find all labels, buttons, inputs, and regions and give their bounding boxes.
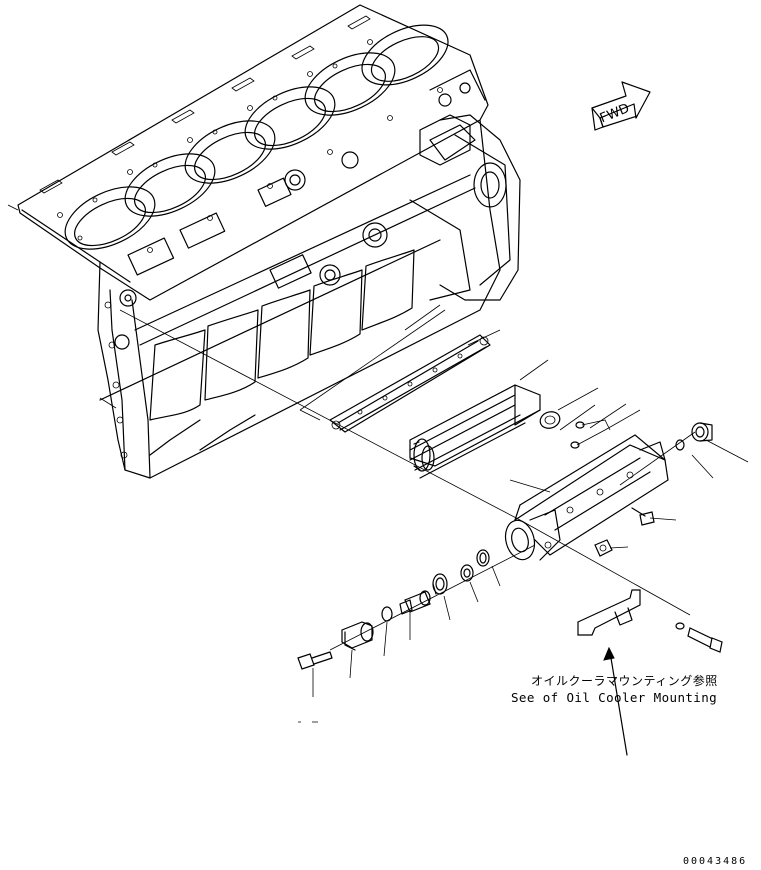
washer [460, 564, 474, 582]
bolt-left [297, 651, 333, 670]
oil-cooler-element [409, 384, 541, 479]
figure-number: 00043486 [683, 856, 748, 867]
oil-cooler-cover [504, 434, 669, 561]
reference-note-jp: オイルクーラマウンティング参照 [531, 674, 718, 688]
seal-ring [476, 549, 490, 567]
small-gasket [539, 411, 561, 429]
mounting-bracket [577, 589, 641, 636]
mounting-bolt [687, 627, 723, 653]
assembly-lines [119, 304, 696, 651]
mounting-washer [675, 622, 685, 630]
reference-note-en: See of Oil Cooler Mounting [511, 690, 718, 705]
oil-cooler-gasket [329, 334, 491, 433]
cylinder-bores [64, 24, 449, 250]
cover-nut [594, 539, 613, 557]
o-rings [570, 419, 611, 449]
fwd-arrow-icon: FWD [591, 81, 651, 131]
reference-arrow [603, 646, 628, 756]
plug [691, 422, 713, 442]
cover-bolt [631, 507, 655, 526]
engine-block [7, 4, 521, 479]
plug-cap [341, 621, 374, 651]
valve-sleeve [432, 573, 448, 595]
leader-lines [99, 329, 749, 697]
relief-valve [399, 590, 431, 615]
